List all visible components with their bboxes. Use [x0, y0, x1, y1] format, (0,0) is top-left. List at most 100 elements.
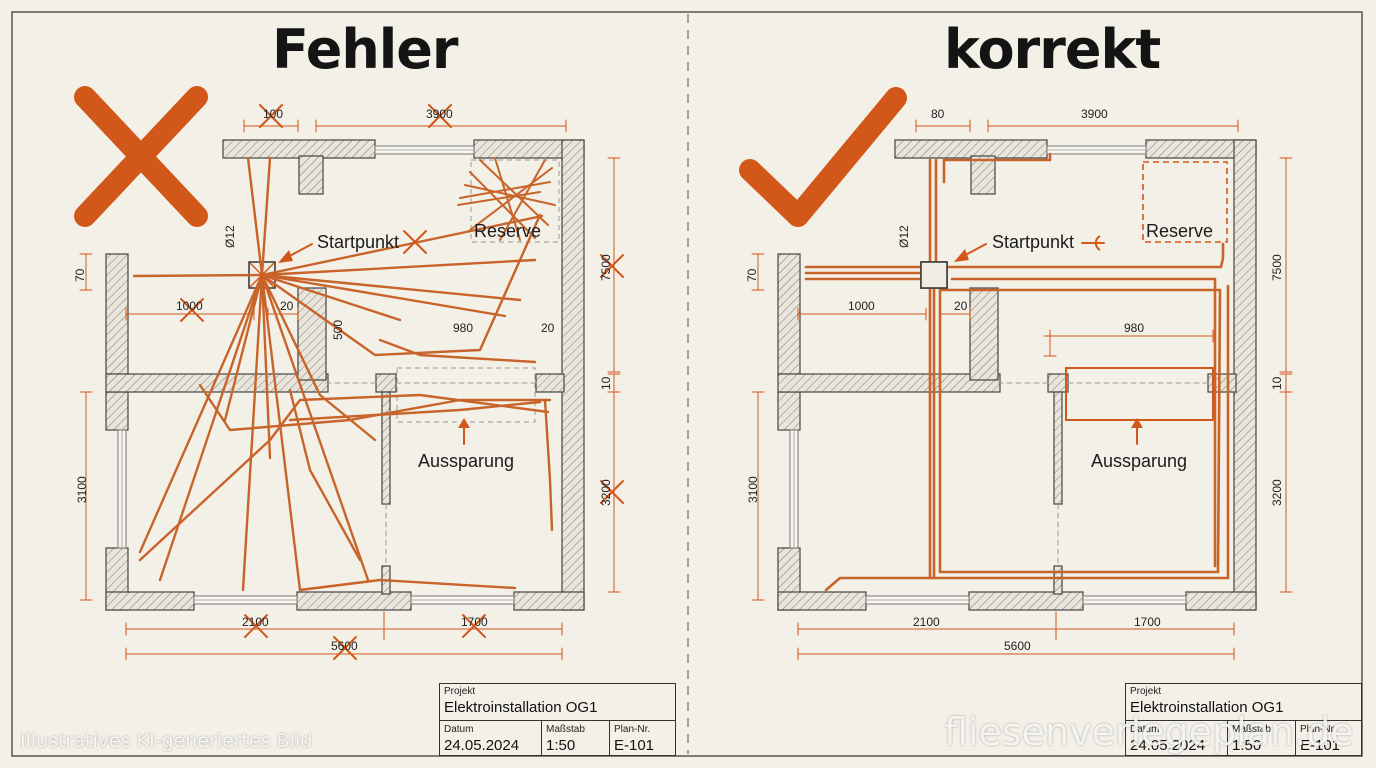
watermark-right: fliesenverlegeplan.de [944, 710, 1354, 754]
wall [296, 591, 412, 611]
wall [894, 139, 1048, 159]
wall [1185, 591, 1257, 611]
wire-chaotic [543, 398, 554, 532]
wall [513, 591, 585, 611]
wire-scribble [469, 167, 553, 231]
wire-scribble [479, 159, 549, 226]
start-arrow-head [954, 249, 969, 262]
wire-tidy [938, 273, 1222, 574]
reserve-area [1142, 161, 1228, 243]
check-mark-icon [739, 87, 907, 227]
wire-chaotic [260, 273, 377, 442]
wall [777, 253, 801, 375]
wire-chaotic [132, 273, 264, 278]
dim-2100-fehler: 2100 [242, 615, 269, 629]
wire-chaotic [246, 156, 264, 277]
wire-chaotic [260, 273, 507, 318]
junction-cross [249, 262, 275, 288]
wire-scribble [464, 184, 556, 206]
title-block-right: Projekt Elektroinstallation OG1 Datum 24… [1125, 683, 1362, 756]
plan-korrekt [739, 87, 1293, 661]
wall [535, 373, 565, 393]
dim-1700-korrekt: 1700 [1134, 615, 1161, 629]
wire-chaotic [260, 273, 302, 592]
date-value: 24.05.2024 [444, 737, 520, 754]
wall [777, 591, 867, 611]
junction-dim-fehler: Ø12 [223, 225, 237, 248]
start-label-korrekt: Startpunkt [992, 232, 1075, 252]
wall [375, 373, 397, 393]
dim-1000-korrekt: 1000 [848, 299, 875, 313]
reserve-label-korrekt: Reserve [1146, 221, 1214, 241]
error-cross [600, 480, 624, 504]
wire-chaotic [138, 393, 550, 562]
plan-no-caption: Plan-Nr. [614, 724, 651, 735]
error-cross [462, 614, 486, 638]
error-cross [403, 230, 427, 254]
dim-1700-fehler: 1700 [461, 615, 488, 629]
wire-tidy [942, 152, 1052, 184]
junction-dim-korrekt: Ø12 [897, 225, 911, 248]
panel-title-fehler: Fehler [272, 18, 459, 81]
wire-chaotic [298, 578, 517, 592]
wire-chaotic [260, 156, 272, 277]
date-caption: Datum [444, 724, 474, 735]
wall [298, 155, 324, 195]
wall [105, 391, 129, 431]
date-value: 24.05.2024 [1130, 737, 1206, 754]
error-cross [333, 636, 357, 660]
error-cross [259, 104, 283, 128]
wire-chaotic [260, 273, 402, 322]
scale-value: 1:50 [1232, 737, 1262, 754]
reserve-area [470, 159, 560, 243]
title-block-left: Projekt Elektroinstallation OG1 Datum 24… [439, 683, 676, 756]
wire-chaotic [260, 273, 370, 582]
wall [222, 139, 376, 159]
wire-tidy [950, 277, 1217, 568]
recess-arrow-head [458, 418, 470, 428]
error-cross [428, 104, 452, 128]
error-cross [244, 614, 268, 638]
date-caption: Datum [1130, 724, 1160, 735]
dim-left-70-fehler: 70 [73, 268, 87, 282]
junction-box [920, 261, 948, 289]
panel-title-korrekt: korrekt [944, 18, 1161, 81]
wire-tidy [804, 242, 1225, 269]
wire-chaotic [260, 214, 544, 277]
start-arrow-head [278, 250, 293, 263]
dim-10-fehler: 10 [599, 376, 613, 390]
dim-top-short-korrekt: 80 [931, 107, 945, 121]
dim-3200-fehler: 3200 [599, 479, 613, 506]
scale-value: 1:50 [546, 737, 576, 754]
recess-label-korrekt: Aussparung [1091, 451, 1188, 471]
dim-7500-fehler: 7500 [599, 254, 613, 281]
dim-20-korrekt: 20 [954, 299, 968, 313]
wire-scribble [499, 159, 546, 241]
wall [297, 287, 327, 381]
wire-chaotic [260, 258, 537, 277]
plan-no-caption: Plan-Nr. [1300, 724, 1337, 735]
scale-caption: Maßstab [1232, 724, 1271, 735]
recess-area [1065, 367, 1214, 421]
error-cross [600, 254, 624, 278]
project-value: Elektroinstallation OG1 [444, 699, 598, 716]
dim-3100-fehler: 3100 [75, 476, 89, 503]
dim-500-fehler: 500 [331, 319, 345, 340]
wire-chaotic [260, 273, 522, 302]
wire-chaotic [288, 388, 362, 562]
dim-10-korrekt: 10 [1270, 376, 1284, 390]
wire-chaotic [223, 273, 264, 422]
plan-no-value: E-101 [1300, 737, 1341, 754]
dim-top-long-korrekt: 3900 [1081, 107, 1108, 121]
wire-chaotic [158, 273, 264, 582]
wall [1053, 391, 1063, 505]
plan-no-value: E-101 [614, 737, 655, 754]
dim-5600-fehler: 5600 [331, 639, 358, 653]
dim-top-long-fehler: 3900 [426, 107, 453, 121]
wire-scribble [494, 157, 521, 241]
wall [969, 287, 999, 381]
wall [777, 373, 1001, 393]
recess-label-fehler: Aussparung [418, 451, 515, 471]
wall [970, 155, 996, 195]
